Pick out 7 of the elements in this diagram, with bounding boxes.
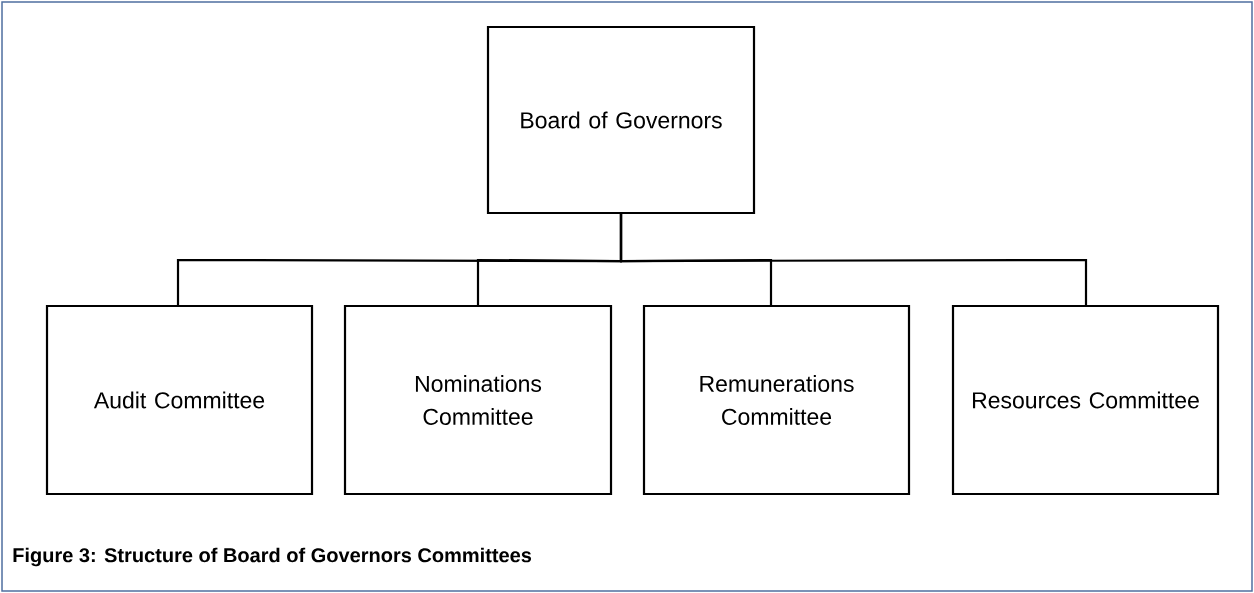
committee-box: Audit Committee — [45, 304, 314, 496]
committee-box: Nominations Committee — [343, 304, 613, 496]
committee-box: Remunerations Committee — [642, 304, 911, 496]
committee-box: Resources Committee — [951, 304, 1220, 496]
connector-line — [619, 214, 1088, 306]
figure-caption: Figure 3: Structure of Board of Governors Committees — [13, 547, 532, 567]
board-box: Board of Governors — [486, 25, 756, 215]
